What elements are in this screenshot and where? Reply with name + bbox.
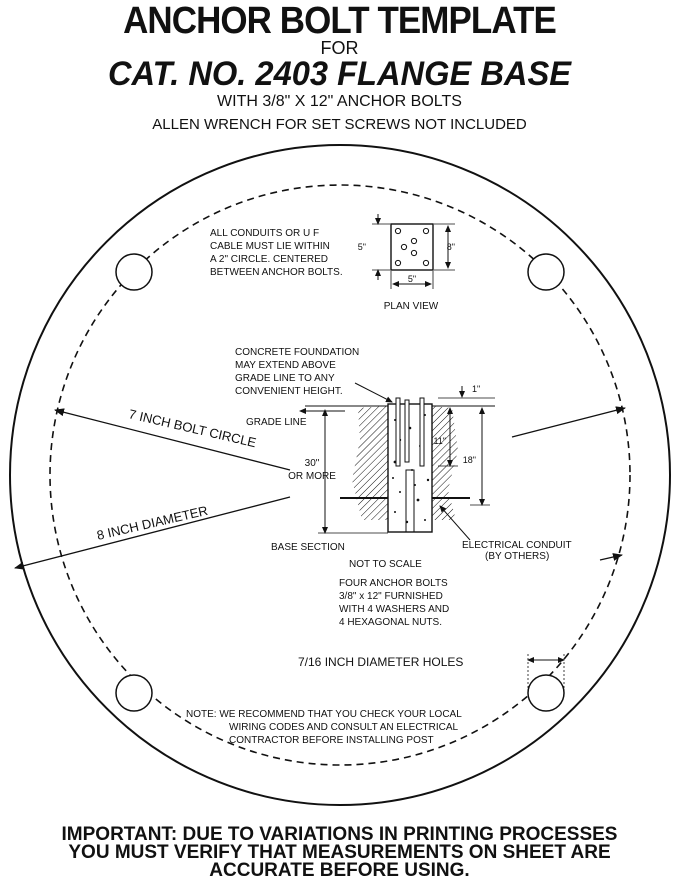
bolts-note-line: WITH 4 WASHERS AND bbox=[339, 604, 449, 615]
dim-1-inch: 1" bbox=[472, 384, 480, 394]
wrench-note: ALLEN WRENCH FOR SET SCREWS NOT INCLUDED bbox=[152, 116, 527, 133]
important-line: ACCURATE BEFORE USING. bbox=[209, 860, 470, 881]
dim-11-inch: 11" bbox=[433, 436, 446, 446]
bolt-hole-top-right bbox=[527, 253, 565, 291]
bolts-note-line: 3/8" x 12" FURNISHED bbox=[339, 591, 443, 602]
bolts-subtitle: WITH 3/8" X 12" ANCHOR BOLTS bbox=[217, 93, 462, 110]
bolt-circle-dashed bbox=[49, 184, 631, 766]
foundation-note-line: CONVENIENT HEIGHT. bbox=[235, 386, 343, 397]
important-line: IMPORTANT: DUE TO VARIATIONS IN PRINTING… bbox=[61, 824, 618, 845]
conduit-note-line: BETWEEN ANCHOR BOLTS. bbox=[210, 267, 343, 278]
diameter-arrow-right bbox=[599, 553, 623, 561]
diameter-arrow-left bbox=[14, 496, 291, 570]
important-line: YOU MUST VERIFY THAT MEASUREMENTS ON SHE… bbox=[68, 842, 611, 863]
plan-dim-right: 8" bbox=[447, 242, 455, 252]
foundation-note-line: GRADE LINE TO ANY bbox=[235, 373, 335, 384]
conduit-note-line: A 2" CIRCLE. CENTERED bbox=[210, 254, 328, 265]
bolt-circle-arrow-right bbox=[511, 406, 626, 438]
foundation-note: CONCRETE FOUNDATION MAY EXTEND ABOVE GRA… bbox=[235, 347, 362, 397]
not-to-scale-label: NOT TO SCALE bbox=[349, 559, 422, 570]
base-section-label: BASE SECTION bbox=[271, 542, 345, 553]
recommend-note-line: NOTE: WE RECOMMEND THAT YOU CHECK YOUR L… bbox=[186, 709, 462, 720]
depth-label-30: 30" bbox=[305, 458, 320, 469]
template-title: ANCHOR BOLT TEMPLATE bbox=[123, 0, 557, 42]
plan-dim-bottom: 5" bbox=[408, 274, 416, 284]
conduit-note: ALL CONDUITS OR U F CABLE MUST LIE WITHI… bbox=[210, 228, 343, 278]
bolts-note-line: 4 HEXAGONAL NUTS. bbox=[339, 617, 442, 628]
recommend-note: NOTE: WE RECOMMEND THAT YOU CHECK YOUR L… bbox=[186, 709, 464, 746]
bolt-hole-bottom-left bbox=[115, 674, 153, 712]
plan-view-label: PLAN VIEW bbox=[384, 301, 439, 312]
title-for: FOR bbox=[320, 38, 359, 58]
conduit-note-line: ALL CONDUITS OR U F bbox=[210, 228, 319, 239]
foundation-note-line: MAY EXTEND ABOVE bbox=[235, 360, 336, 371]
recommend-note-line: WIRING CODES AND CONSULT AN ELECTRICAL bbox=[229, 722, 459, 733]
electrical-conduit-label: ELECTRICAL CONDUIT bbox=[462, 540, 572, 551]
grade-line-label: GRADE LINE bbox=[246, 417, 307, 428]
conduit-note-line: CABLE MUST LIE WITHIN bbox=[210, 241, 330, 252]
dim-18-inch: 18" bbox=[463, 455, 476, 465]
bolt-circle-label: 7 INCH BOLT CIRCLE bbox=[127, 406, 258, 450]
bolt-hole-bottom-right bbox=[527, 674, 565, 712]
by-others-label: (BY OTHERS) bbox=[485, 551, 549, 562]
catalog-number: CAT. NO. 2403 FLANGE BASE bbox=[107, 55, 572, 93]
bolt-hole-top-left bbox=[115, 253, 153, 291]
bolts-note-line: FOUR ANCHOR BOLTS bbox=[339, 578, 448, 589]
foundation-note-line: CONCRETE FOUNDATION bbox=[235, 347, 359, 358]
plan-view bbox=[372, 214, 455, 289]
recommend-note-line: CONTRACTOR BEFORE INSTALLING POST bbox=[229, 735, 434, 746]
base-section-drawing bbox=[299, 386, 495, 541]
bolt-circle-arrow-left bbox=[54, 408, 291, 471]
holes-label: 7/16 INCH DIAMETER HOLES bbox=[298, 655, 463, 669]
important-warning: IMPORTANT: DUE TO VARIATIONS IN PRINTING… bbox=[0, 824, 679, 881]
bolts-note: FOUR ANCHOR BOLTS 3/8" x 12" FURNISHED W… bbox=[339, 578, 452, 628]
plan-dim-left: 5" bbox=[358, 242, 366, 252]
depth-label-or-more: OR MORE bbox=[288, 471, 336, 482]
outer-diameter-circle bbox=[9, 144, 671, 806]
